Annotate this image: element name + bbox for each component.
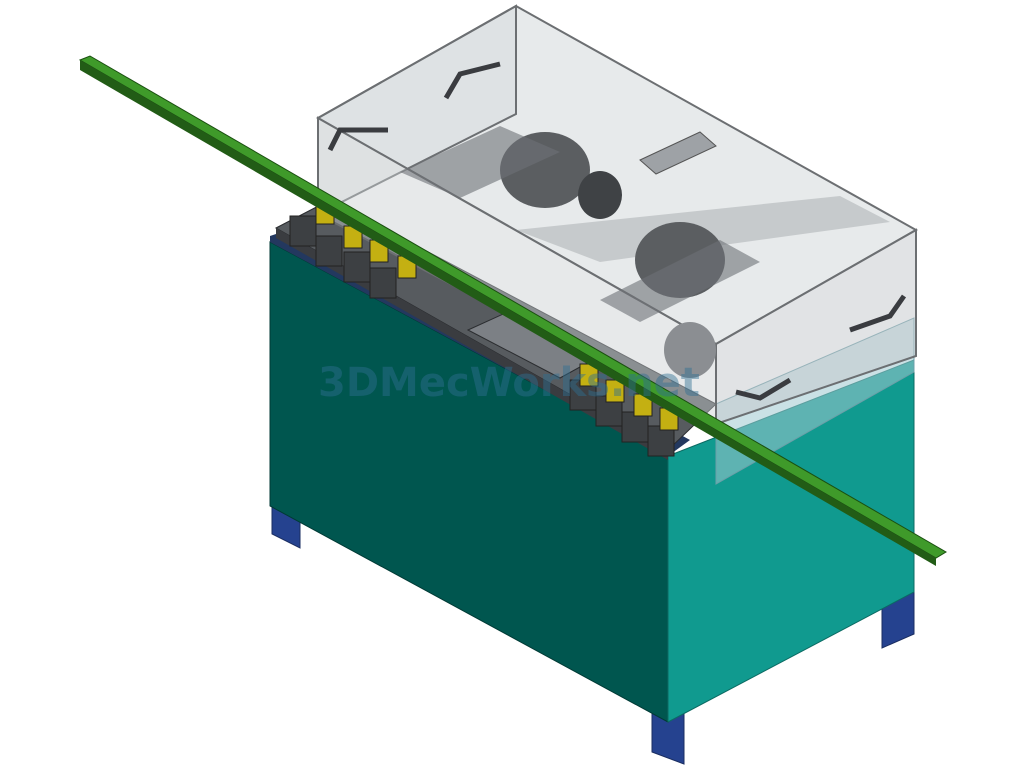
clamp-row-left bbox=[289, 201, 417, 299]
clamp-unit bbox=[343, 251, 371, 283]
profile-rail bbox=[78, 55, 947, 566]
clamp-unit bbox=[315, 235, 343, 267]
upper-motor-pulley bbox=[578, 171, 622, 219]
clamp-unit bbox=[369, 267, 397, 299]
internal-mechanism bbox=[400, 126, 760, 378]
guard-handles bbox=[327, 61, 907, 401]
rail-side-face bbox=[80, 60, 936, 566]
handle-right-upper bbox=[849, 294, 907, 333]
guard-right-panel bbox=[715, 228, 917, 426]
watermark-text: 3DMecWorks.net bbox=[318, 360, 700, 406]
handle-back-left bbox=[327, 127, 388, 152]
clamp-unit bbox=[289, 215, 317, 247]
saw-housing-right bbox=[600, 240, 760, 322]
handle-back-center bbox=[443, 61, 501, 100]
handle-front-lower bbox=[735, 377, 792, 401]
saw-housing-left bbox=[400, 126, 560, 198]
lower-motor-pulley bbox=[664, 322, 716, 378]
pneumatic-cylinder bbox=[639, 131, 717, 175]
safety-guard bbox=[315, 4, 919, 426]
